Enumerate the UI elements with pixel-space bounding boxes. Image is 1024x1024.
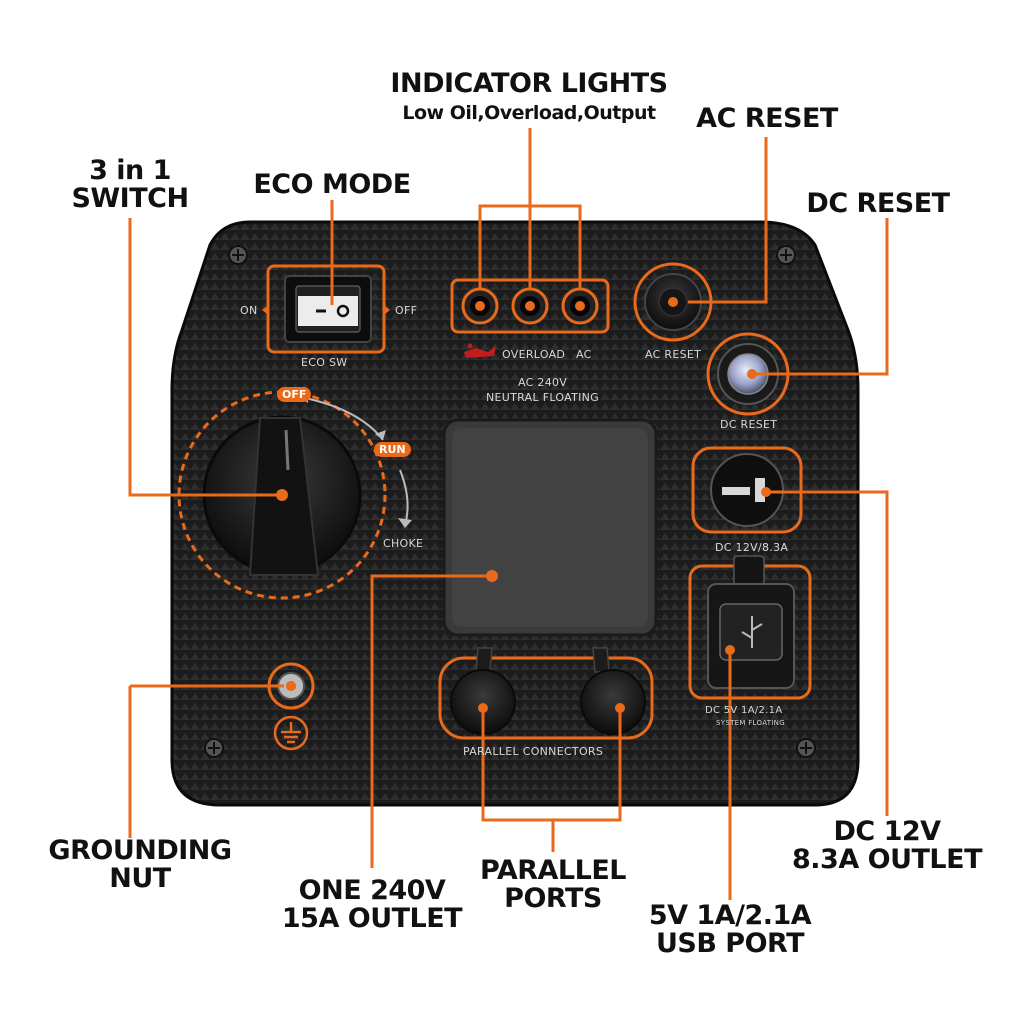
parallel-connectors-label: PARALLEL CONNECTORS bbox=[463, 745, 604, 758]
indicator-lights-subtitle: Low Oil,Overload,Output bbox=[402, 102, 656, 124]
three-in-one-line1: 3 in 1 bbox=[89, 155, 171, 186]
parallel-connector-right bbox=[580, 669, 646, 735]
usb-line1: 5V 1A/2.1A bbox=[648, 900, 812, 931]
ac240-label: AC 240V bbox=[518, 376, 568, 389]
ac-indicator-label: AC bbox=[576, 348, 592, 361]
dial-off-tag: OFF bbox=[277, 387, 312, 402]
grounding-nut-title: GROUNDING NUT bbox=[30, 835, 250, 895]
ac-reset-title: AC RESET bbox=[696, 103, 838, 134]
indicator-lights-title: INDICATOR LIGHTS bbox=[390, 68, 668, 99]
eco-mode-title: ECO MODE bbox=[253, 169, 411, 200]
usb-line2: USB PORT bbox=[655, 928, 805, 960]
dc-reset-title: DC RESET bbox=[806, 188, 950, 219]
ground-symbol-icon bbox=[273, 715, 309, 751]
outlet240-line1: ONE 240V bbox=[298, 875, 446, 906]
oil-can-icon bbox=[464, 343, 496, 358]
dc12-line2: 8.3A OUTLET bbox=[792, 844, 983, 876]
parallel-ports-title: PARALLEL PORTS bbox=[463, 855, 643, 915]
parallel-line2: PORTS bbox=[504, 883, 602, 915]
screw-icon bbox=[204, 738, 224, 758]
outlet240-line2: 15A OUTLET bbox=[281, 903, 463, 935]
screw-icon bbox=[228, 245, 248, 265]
callout-leader-lines bbox=[128, 128, 889, 900]
usb-icon bbox=[741, 616, 763, 648]
three-in-one-title: 3 in 1 SWITCH bbox=[50, 155, 210, 215]
usb-port-title: 5V 1A/2.1A USB PORT bbox=[640, 900, 820, 960]
overload-label: OVERLOAD bbox=[502, 348, 566, 361]
dc12-line1: DC 12V bbox=[833, 816, 941, 847]
three-in-one-line2: SWITCH bbox=[71, 183, 189, 215]
dc12-panel-label: DC 12V/8.3A bbox=[715, 541, 789, 554]
grounding-line2: NUT bbox=[109, 863, 171, 895]
eco-on-label: ON bbox=[240, 304, 258, 317]
eco-sw-label: ECO SW bbox=[301, 356, 348, 369]
grounding-line1: GROUNDING bbox=[48, 835, 232, 866]
dc-reset-panel-label: DC RESET bbox=[720, 418, 778, 431]
screw-icon bbox=[796, 738, 816, 758]
usb-rating-label: DC 5V 1A/2.1A bbox=[705, 705, 783, 716]
screw-icon bbox=[776, 245, 796, 265]
ac-reset-panel-label: AC RESET bbox=[645, 348, 702, 361]
system-floating-label: SYSTEM FLOATING bbox=[716, 719, 785, 727]
dial-run-tag: RUN bbox=[374, 442, 411, 457]
eco-switch-frame bbox=[266, 264, 386, 354]
callout-leader-dots bbox=[276, 297, 771, 713]
dc-12v-outlet-frame bbox=[691, 446, 803, 534]
eco-off-label: OFF bbox=[395, 304, 418, 317]
dc12-outlet-title: DC 12V 8.3A OUTLET bbox=[782, 816, 992, 876]
parallel-connectors-frame bbox=[438, 656, 654, 740]
choke-label: CHOKE bbox=[383, 537, 424, 550]
parallel-line1: PARALLEL bbox=[480, 855, 626, 886]
outlet-240v-title: ONE 240V 15A OUTLET bbox=[262, 875, 482, 935]
neutral-floating-label: NEUTRAL FLOATING bbox=[486, 391, 600, 404]
